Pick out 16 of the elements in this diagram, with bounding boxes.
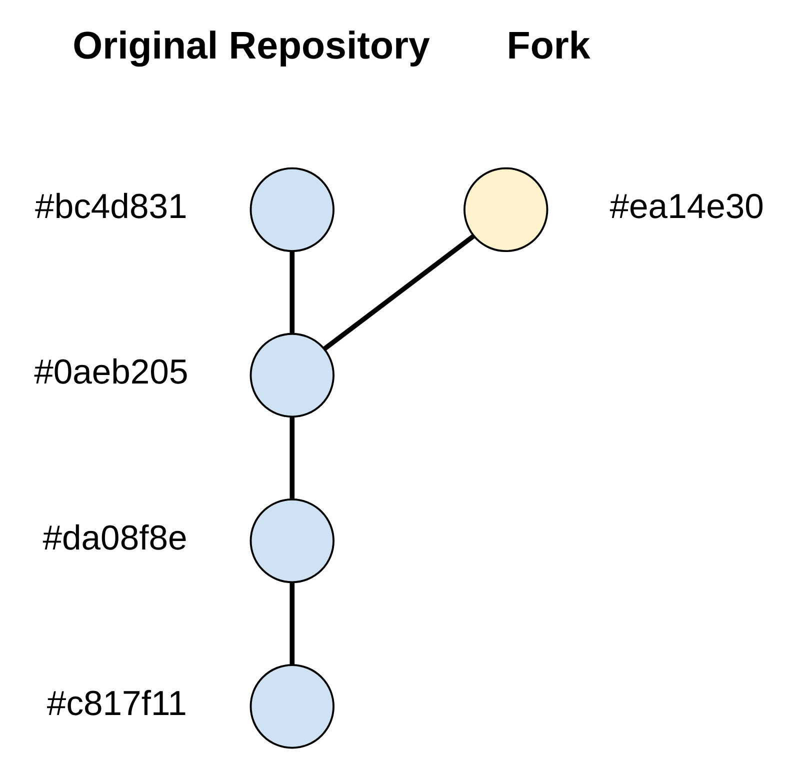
connector: [290, 417, 295, 500]
node-circle: [250, 167, 334, 252]
node-label: #da08f8e: [42, 519, 188, 558]
node-label: #bc4d831: [35, 188, 188, 226]
label: Original Repository: [72, 24, 430, 68]
node-circle: [250, 332, 334, 418]
node-circle: [250, 664, 334, 749]
connector: [290, 582, 295, 665]
node-label: #ea14e30: [610, 188, 764, 226]
connector: [322, 234, 475, 351]
connector: [290, 252, 295, 334]
node-label: #c817f11: [46, 684, 187, 723]
label: Fork: [506, 24, 590, 68]
node-label: #0aeb205: [34, 354, 188, 392]
node-circle: [464, 167, 548, 252]
node-circle: [250, 498, 334, 584]
